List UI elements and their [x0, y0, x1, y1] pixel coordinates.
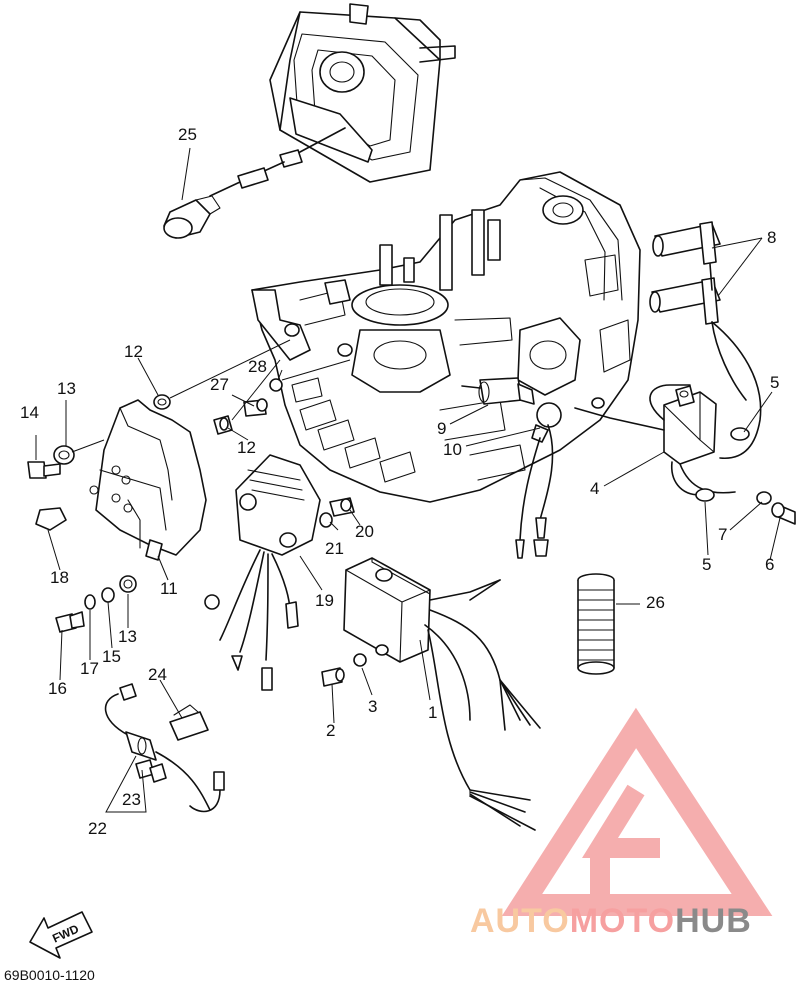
watermark-part3: HUB [675, 902, 752, 940]
watermark-logo [501, 707, 773, 916]
callout-13a: 13 [57, 379, 76, 398]
watermark-text: AUTOMOTOHUB [470, 902, 752, 940]
callout-5a: 5 [770, 373, 779, 392]
small-fasteners [213, 359, 355, 528]
callout-22: 22 [88, 819, 107, 838]
part-19-rectifier [204, 454, 321, 691]
callout-27: 27 [210, 375, 229, 394]
callout-12a: 12 [124, 342, 143, 361]
callout-17: 17 [80, 659, 99, 678]
callout-20: 20 [355, 522, 374, 541]
watermark-part1: AUTO [470, 902, 570, 940]
callout-5b: 5 [702, 555, 711, 574]
callout-6: 6 [765, 555, 774, 574]
callout-12b: 12 [237, 438, 256, 457]
callout-16: 16 [48, 679, 67, 698]
watermark-part2: MOTO [570, 902, 675, 940]
callout-11: 11 [160, 579, 178, 598]
callout-25: 25 [178, 125, 197, 144]
part-25-gasket-and-sensor [163, 3, 456, 239]
part-4-ignition-coil [574, 384, 796, 525]
parts-15-16-17 [55, 575, 137, 633]
callout-21: 21 [325, 539, 344, 558]
callout-3: 3 [368, 697, 377, 716]
callout-7: 7 [718, 525, 727, 544]
callout-19: 19 [315, 591, 334, 610]
part-9-10-sensor [461, 377, 562, 559]
callout-4: 4 [590, 479, 599, 498]
callout-labels: 25 8 5 4 5 7 6 9 10 12 13 14 18 11 27 28… [20, 125, 779, 838]
svg-text:AUTOMOTOHUB: AUTOMOTOHUB [470, 902, 752, 940]
part-26-spring [577, 573, 615, 675]
part-8-plug-caps [649, 221, 762, 460]
callout-18: 18 [50, 568, 69, 587]
callout-23: 23 [122, 790, 141, 809]
callout-28: 28 [248, 357, 267, 376]
callout-24: 24 [148, 665, 167, 684]
callout-9: 9 [437, 419, 446, 438]
part-11-bracket [27, 339, 291, 561]
fwd-arrow: FWD [29, 911, 93, 959]
callout-26: 26 [646, 593, 665, 612]
callout-15: 15 [102, 647, 121, 666]
callout-2: 2 [326, 721, 335, 740]
parts-22-23-24-fuse [104, 683, 225, 813]
callout-13b: 13 [118, 627, 137, 646]
callout-8: 8 [767, 228, 776, 247]
callout-14: 14 [20, 403, 39, 422]
callout-1: 1 [428, 703, 437, 722]
diagram-code: 69B0010-1120 [4, 967, 95, 983]
part-1-cdi-unit [321, 557, 541, 831]
callout-10: 10 [443, 440, 462, 459]
leader-lines [35, 147, 781, 813]
